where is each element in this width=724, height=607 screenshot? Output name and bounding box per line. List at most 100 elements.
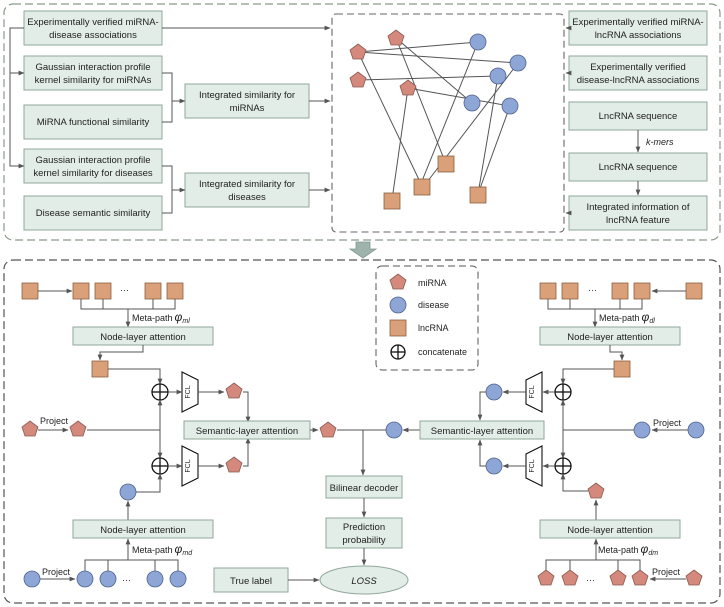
concat-icon-lower-right — [554, 457, 572, 475]
lncrna-boxes: Experimentally verified miRNA- lncRNA as… — [565, 10, 708, 231]
lncrna-node — [611, 282, 629, 300]
lncrna-node — [72, 282, 90, 300]
true-label-box: True label — [213, 567, 289, 593]
node-layer-attention-label: Node-layer attention — [100, 332, 186, 343]
lncrna-sequence-label-2: LncRNA sequence — [599, 162, 678, 173]
disease-node — [23, 570, 41, 588]
node-layer-attention-box-md: Node-layer attention — [72, 519, 214, 539]
network-nodes — [349, 29, 527, 210]
disease-node — [489, 67, 507, 85]
disease-node — [146, 570, 164, 588]
disease-embedding — [119, 483, 137, 501]
lncrna-node — [21, 282, 39, 300]
mirna-functional-box: MiRNA functional similarity — [23, 104, 163, 140]
mirna-node — [349, 43, 367, 60]
ellipsis: ··· — [122, 575, 131, 585]
true-label-text: True label — [230, 576, 272, 587]
legend-concatenate-label: concatenate — [418, 347, 467, 357]
gip-mirna-line1: Gaussian interaction profile — [35, 62, 150, 73]
mirna-embedding — [587, 482, 605, 499]
semantic-layer-attention-right: Semantic-layer attention — [419, 420, 545, 440]
disease-embedding-lower — [485, 457, 503, 475]
legend-lncrna-icon — [389, 319, 407, 337]
fcl-upper-left: FCL — [181, 371, 199, 413]
node-layer-attention-box-ml: Node-layer attention — [72, 326, 214, 346]
lncrna-node — [469, 186, 487, 204]
verified-mirna-lncrna-box: Experimentally verified miRNA- lncRNA as… — [568, 10, 708, 46]
disease-node — [501, 97, 519, 115]
integrated-disease-line2: diseases — [228, 192, 266, 203]
mirna-final-embedding — [319, 421, 337, 438]
project-label-dm: Project — [652, 567, 681, 577]
semantic-layer-attention-label: Semantic-layer attention — [196, 426, 298, 437]
project-label-md: Project — [42, 567, 71, 577]
gip-disease-line2: kernel similarity for diseases — [33, 168, 153, 179]
top-panel — [3, 3, 721, 241]
lncrna-embedding — [613, 360, 631, 378]
lncrna-node — [144, 282, 162, 300]
lncrna-node — [685, 282, 703, 300]
disease-input — [687, 421, 705, 439]
mirna-projected — [69, 420, 87, 437]
integrated-lncrna-line2: lncRNA feature — [606, 215, 670, 226]
mirna-node — [387, 29, 405, 46]
legend-concatenate-icon — [390, 344, 406, 360]
verified-mirna-disease-line1: Experimentally verified miRNA- — [27, 17, 158, 28]
lncrna-node — [437, 155, 455, 173]
disease-node — [469, 33, 487, 51]
lncrna-node — [633, 282, 651, 300]
integrated-disease-line1: Integrated similarity for — [199, 179, 295, 190]
verified-mirna-lncrna-line1: Experimentally verified miRNA- — [572, 17, 703, 28]
heterogeneous-network-frame — [331, 13, 565, 233]
mirna-node — [399, 79, 417, 96]
gip-mirna-line2: kernel similarity for miRNAs — [35, 75, 152, 86]
gip-disease-box: Gaussian interaction profile kernel simi… — [23, 148, 163, 184]
lncrna-sequence-box-1: LncRNA sequence — [568, 101, 708, 131]
fcl-label: FCL — [529, 385, 536, 398]
node-layer-attention-label: Node-layer attention — [567, 525, 653, 536]
network-edges — [357, 37, 519, 201]
concat-icon-upper-left — [151, 383, 169, 401]
prediction-line2: probability — [342, 535, 386, 546]
concat-icon-upper-right — [554, 383, 572, 401]
lncrna-node — [539, 282, 557, 300]
prediction-probability-box: Prediction probability — [325, 517, 403, 549]
verified-mirna-disease-box: Experimentally verified miRNA- disease a… — [23, 10, 163, 46]
project-label-mirna: Project — [40, 416, 69, 426]
node-layer-attention-label: Node-layer attention — [567, 332, 653, 343]
integrated-disease-box: Integrated similarity for diseases — [184, 172, 310, 208]
heterogeneous-network — [349, 29, 527, 210]
lncrna-embedding — [91, 360, 109, 378]
integrated-mirna-line2: miRNAs — [230, 103, 265, 114]
mirna-embedding-lower — [225, 456, 243, 473]
mirna-node — [537, 569, 555, 586]
legend-disease-label: disease — [418, 300, 449, 310]
disease-embedding-upper — [485, 383, 503, 401]
disease-semantic-label: Disease semantic similarity — [36, 208, 151, 219]
disease-node — [463, 94, 481, 112]
fcl-lower-right: FCL — [525, 445, 543, 487]
fcl-label: FCL — [185, 459, 192, 472]
mirna-node — [349, 71, 367, 88]
bottom-panel — [3, 259, 721, 604]
legend: miRNA disease lncRNA concatenate — [375, 265, 479, 371]
lncrna-sequence-box-2: LncRNA sequence — [568, 152, 708, 182]
integrated-lncrna-box: Integrated information of lncRNA feature — [568, 195, 708, 231]
disease-node — [169, 570, 187, 588]
mirna-functional-label: MiRNA functional similarity — [37, 117, 150, 128]
verified-disease-lncrna-box: Experimentally verified disease-lncRNA a… — [568, 55, 708, 91]
disease-node — [509, 54, 527, 72]
integrated-mirna-line1: Integrated similarity for — [199, 90, 295, 101]
legend-mirna-label: miRNA — [418, 278, 447, 288]
disease-semantic-box: Disease semantic similarity — [23, 195, 163, 231]
